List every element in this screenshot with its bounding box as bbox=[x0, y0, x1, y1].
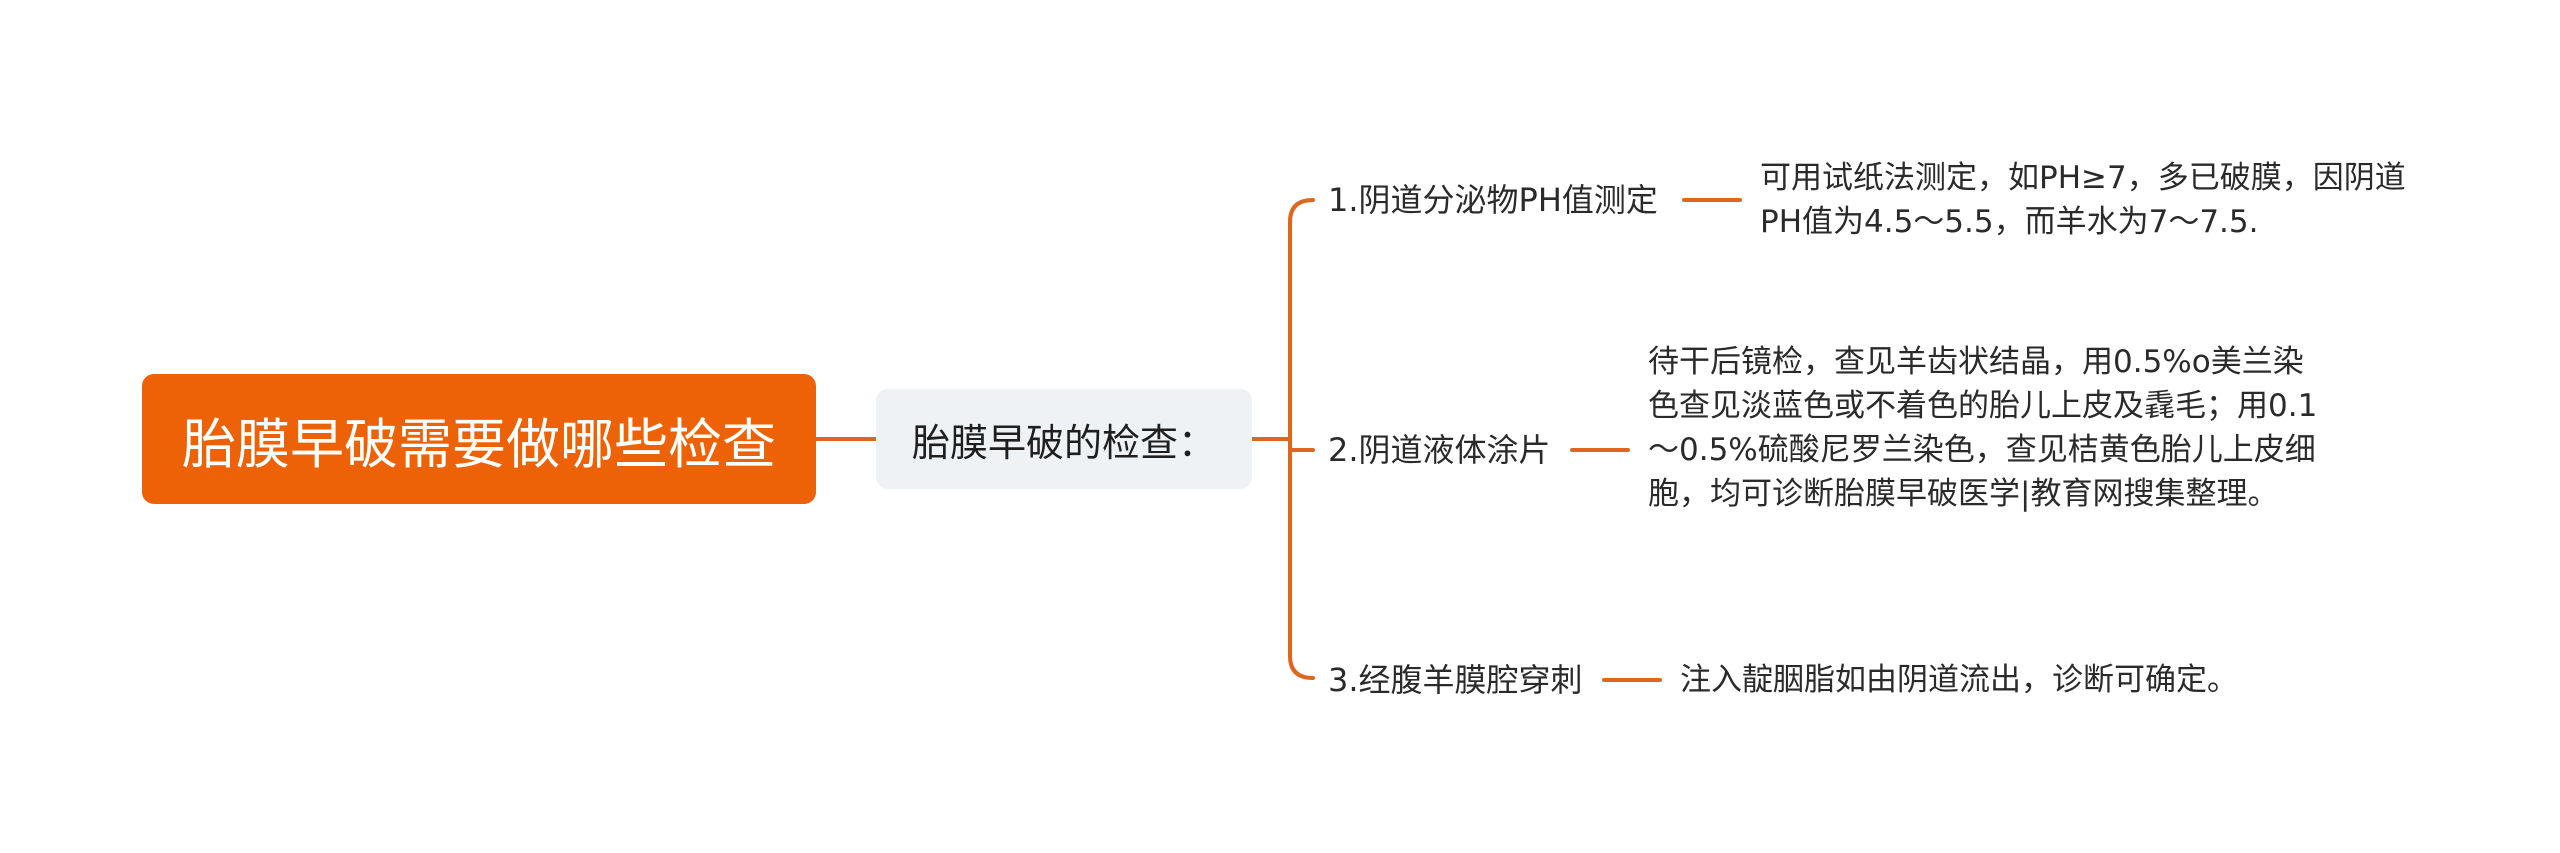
branch-label: 3.经腹羊膜腔穿刺 bbox=[1328, 661, 1583, 699]
detail-text: 注入靛胭脂如由阴道流出，诊断可确定。 bbox=[1680, 662, 2238, 698]
branch-amniocentesis[interactable]: 3.经腹羊膜腔穿刺 bbox=[1328, 658, 1583, 702]
branch-smear-test[interactable]: 2.阴道液体涂片 bbox=[1328, 428, 1551, 472]
root-topic-label: 胎膜早破需要做哪些检查 bbox=[182, 412, 776, 476]
root-topic[interactable]: 胎膜早破需要做哪些检查 bbox=[142, 374, 816, 504]
detail-amniocentesis[interactable]: 注入靛胭脂如由阴道流出，诊断可确定。 bbox=[1680, 658, 2238, 702]
branch-spine-connector bbox=[1288, 198, 1315, 680]
subtopic-node[interactable]: 胎膜早破的检查： bbox=[876, 389, 1252, 489]
branch-label: 1.阴道分泌物PH值测定 bbox=[1328, 181, 1658, 219]
detail-ph-test[interactable]: 可用试纸法测定，如PH≥7，多已破膜，因阴道PH值为4.5～5.5，而羊水为7～… bbox=[1760, 156, 2420, 244]
subtopic-label: 胎膜早破的检查： bbox=[911, 420, 1216, 465]
branch-ph-test[interactable]: 1.阴道分泌物PH值测定 bbox=[1328, 178, 1658, 222]
detail-text: 待干后镜检，查见羊齿状结晶，用0.5%o美兰染色查见淡蓝色或不着色的胎儿上皮及毳… bbox=[1648, 344, 2318, 512]
detail-text: 可用试纸法测定，如PH≥7，多已破膜，因阴道PH值为4.5～5.5，而羊水为7～… bbox=[1760, 160, 2406, 240]
detail-smear-test[interactable]: 待干后镜检，查见羊齿状结晶，用0.5%o美兰染色查见淡蓝色或不着色的胎儿上皮及毳… bbox=[1648, 340, 2328, 516]
branch-label: 2.阴道液体涂片 bbox=[1328, 431, 1551, 469]
